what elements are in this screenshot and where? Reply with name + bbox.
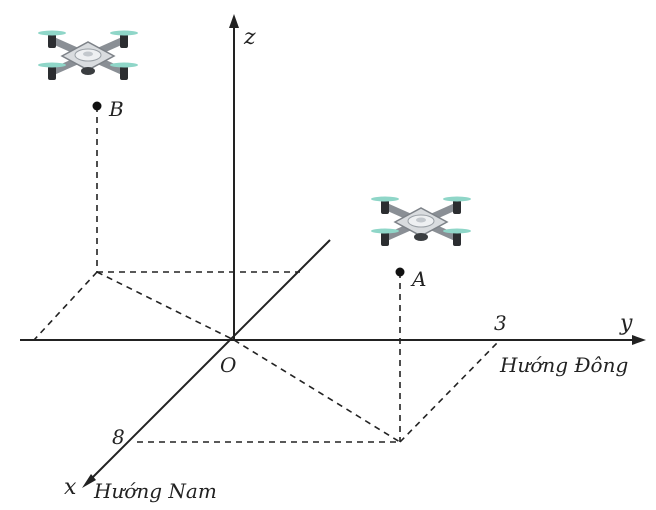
- point-a-label: A: [410, 267, 426, 291]
- point-b: [92, 101, 102, 111]
- south-direction-label: Hướng Nam: [93, 479, 217, 503]
- drone-a-icon: [371, 197, 471, 247]
- drone-b-icon: [38, 31, 138, 81]
- x-tick-label: 8: [112, 425, 125, 449]
- z-axis-label: z: [243, 25, 256, 50]
- x-axis-arrow: [82, 474, 96, 488]
- y-tick-label: 3: [494, 311, 507, 335]
- guide-lines: [33, 106, 501, 443]
- point-a: [395, 267, 405, 277]
- east-direction-label: Hướng Đông: [499, 353, 628, 377]
- x-axis: [87, 239, 331, 483]
- z-axis-arrow: [229, 14, 239, 28]
- x-axis-label: x: [64, 475, 77, 500]
- y-axis-label: y: [619, 311, 633, 336]
- y-axis-arrow: [632, 335, 646, 345]
- origin-label: O: [220, 353, 236, 377]
- point-b-label: B: [108, 97, 124, 121]
